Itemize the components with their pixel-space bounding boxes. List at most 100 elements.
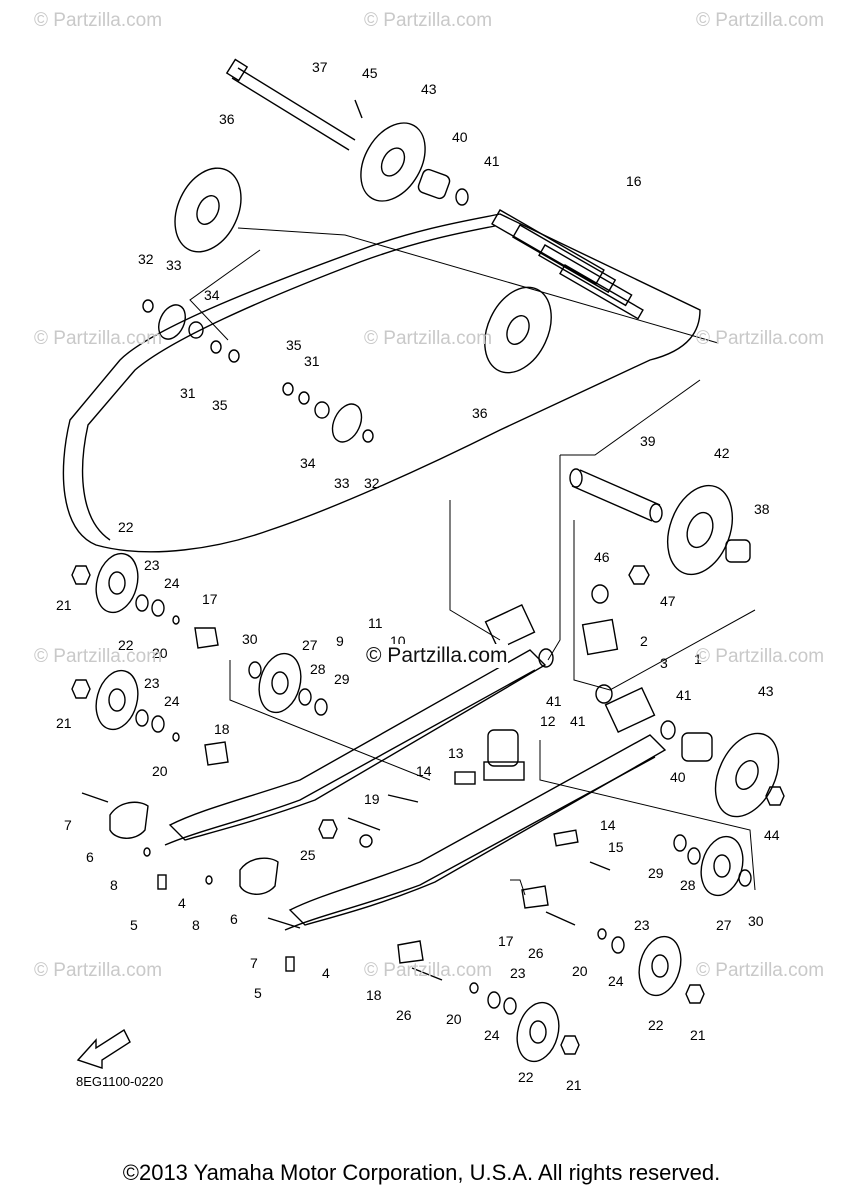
- slide-rail-right: [284, 734, 667, 931]
- callout-label: 4: [322, 965, 330, 981]
- wheel-22-bottom-right: [638, 935, 682, 997]
- callout-label: 24: [484, 1027, 500, 1043]
- callout-label: 6: [86, 849, 94, 865]
- callout-label: 11: [368, 615, 383, 631]
- fwd-arrow-icon: [76, 1028, 131, 1069]
- callout-label: 20: [446, 1011, 462, 1027]
- callout-label: 6: [230, 911, 238, 927]
- callout-label: 17: [498, 933, 514, 949]
- callout-label: 22: [118, 519, 134, 535]
- callout-label: 41: [570, 713, 586, 729]
- callout-label: 30: [242, 631, 258, 647]
- callout-label: 16: [626, 173, 642, 189]
- callout-label: 21: [566, 1077, 582, 1093]
- callout-label: 23: [144, 557, 160, 573]
- callout-label: 23: [634, 917, 650, 933]
- callout-label: 24: [164, 693, 180, 709]
- callout-label: 35: [286, 337, 302, 353]
- watermark: © Partzilla.com: [34, 960, 163, 981]
- callout-label: 29: [334, 671, 350, 687]
- callout-label: 24: [164, 575, 180, 591]
- callout-label: 14: [600, 817, 616, 833]
- callout-label: 22: [648, 1017, 664, 1033]
- watermark: © Partzilla.com: [34, 646, 163, 667]
- callout-label: 41: [546, 693, 562, 709]
- callout-label: 8: [192, 917, 200, 933]
- callout-label: 25: [300, 847, 316, 863]
- callout-label: 8: [110, 877, 118, 893]
- fwd-label: FWD: [98, 1036, 121, 1055]
- callout-label: 32: [138, 251, 154, 267]
- callout-label: 43: [421, 81, 437, 97]
- callout-label: 35: [212, 397, 228, 413]
- callout-label: 7: [64, 817, 72, 833]
- callout-label: 34: [204, 287, 220, 303]
- spacer-shaft-39: [569, 468, 663, 523]
- idler-wheel-43-bottom: [714, 732, 780, 818]
- diagram-code: 8EG1100-0220: [76, 1074, 164, 1089]
- callout-label: 20: [152, 763, 168, 779]
- callout-label: 38: [754, 501, 770, 517]
- callout-label: 27: [302, 637, 318, 653]
- watermark: © Partzilla.com: [696, 328, 825, 349]
- callout-label: 24: [608, 973, 624, 989]
- wheel-27-left: [258, 652, 302, 714]
- collar-40-top: [417, 168, 451, 200]
- callout-label: 3: [660, 655, 668, 671]
- callout-label: 9: [336, 633, 344, 649]
- callout-label: 40: [452, 129, 468, 145]
- callout-label: 20: [152, 645, 168, 661]
- callout-label: 21: [56, 597, 72, 613]
- wheel-22-lower: [95, 669, 139, 731]
- watermark: © Partzilla.com: [34, 328, 163, 349]
- callout-label: 21: [56, 715, 72, 731]
- callout-label: 22: [118, 637, 134, 653]
- wheel-22-upper: [95, 552, 139, 614]
- slide-rail-left: [164, 649, 547, 846]
- callout-label: 1: [694, 651, 702, 667]
- callout-label: 29: [648, 865, 664, 881]
- callout-label: 33: [334, 475, 350, 491]
- callout-label: 46: [594, 549, 610, 565]
- rear-axle-shaft: [225, 58, 356, 151]
- callout-label: 42: [714, 445, 730, 461]
- callout-label: 40: [670, 769, 686, 785]
- callout-label: 17: [202, 591, 218, 607]
- callout-label: 39: [640, 433, 656, 449]
- callout-label: 12: [540, 713, 556, 729]
- callout-label: 13: [448, 745, 464, 761]
- callout-label: 7: [250, 955, 258, 971]
- bumper-12: [483, 729, 525, 781]
- callout-label: 41: [484, 153, 500, 169]
- callout-label: 27: [716, 917, 732, 933]
- callout-label: 36: [219, 111, 235, 127]
- callout-label: 34: [300, 455, 316, 471]
- callout-label: 22: [518, 1069, 534, 1085]
- track-belt: [62, 213, 701, 553]
- callout-label: 2: [640, 633, 648, 649]
- callout-label: 41: [676, 687, 692, 703]
- watermark: © Partzilla.com: [364, 328, 493, 349]
- idler-wheel-36-right: [484, 286, 552, 374]
- callout-label: 14: [416, 763, 432, 779]
- watermark: © Partzilla.com: [34, 10, 163, 31]
- wheel-42: [667, 484, 733, 576]
- watermark: © Partzilla.com: [364, 10, 493, 31]
- callout-label: 18: [214, 721, 230, 737]
- callout-label: 33: [166, 257, 182, 273]
- callout-label: 28: [310, 661, 326, 677]
- callout-label: 5: [130, 917, 138, 933]
- track-lugs: [491, 209, 644, 320]
- callout-label: 5: [254, 985, 262, 1001]
- callout-label: 21: [690, 1027, 706, 1043]
- callout-label: 44: [764, 827, 780, 843]
- callout-label: 28: [680, 877, 696, 893]
- callout-label: 23: [144, 675, 160, 691]
- idler-wheel-43-top: [360, 122, 426, 202]
- callout-label: 36: [472, 405, 488, 421]
- callout-label: 31: [304, 353, 320, 369]
- idler-wheel-36-left: [174, 167, 242, 253]
- copyright-notice: ©2013 Yamaha Motor Corporation, U.S.A. A…: [122, 1160, 721, 1185]
- callout-label: 30: [748, 913, 764, 929]
